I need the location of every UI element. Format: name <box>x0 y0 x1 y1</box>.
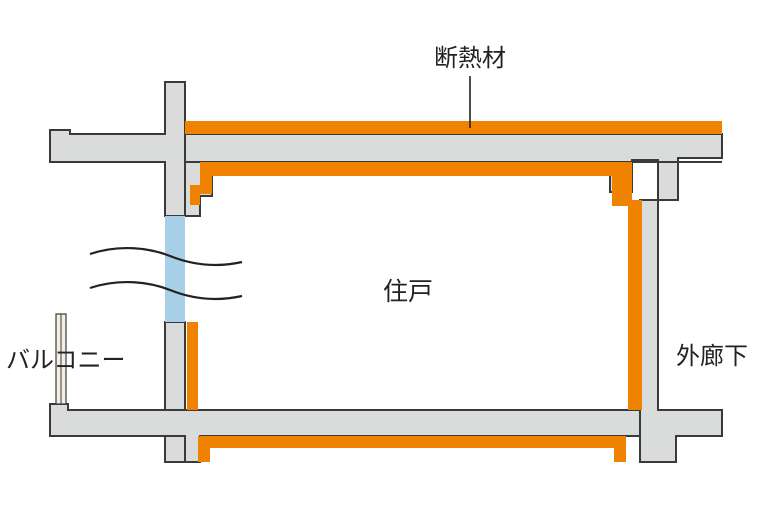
corridor-wall <box>639 199 723 463</box>
unit-label: 住戸 <box>383 277 433 306</box>
balcony-railing <box>55 313 67 405</box>
break-symbol <box>89 246 243 300</box>
window-glass <box>165 216 185 322</box>
upper-slab-left <box>49 81 186 217</box>
lower-slab <box>49 403 641 463</box>
roof-insulation <box>185 121 722 134</box>
insulation-layers <box>185 121 722 462</box>
corridor-label: 外廊下 <box>676 342 748 370</box>
balcony-label: バルコニー <box>6 346 126 374</box>
lower-wall-left <box>164 321 186 411</box>
floor-insulation <box>198 436 626 462</box>
left-wall-insulation <box>187 322 198 410</box>
concrete-structure <box>49 81 723 463</box>
lower-wall-stub <box>164 435 186 463</box>
insulation-label: 断熱材 <box>434 44 506 72</box>
